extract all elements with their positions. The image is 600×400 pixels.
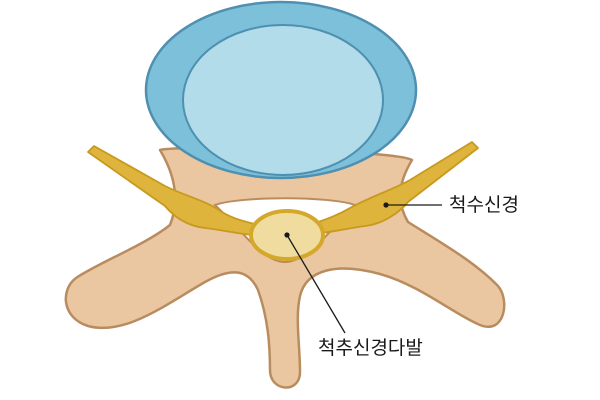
spinal-nerve-label: 척수신경 [449, 194, 519, 216]
nerve-bundle-label: 척추신경다발 [318, 337, 423, 359]
leader-dot-spinal-nerve [383, 202, 389, 208]
leader-line-nerve-bundle [286, 234, 346, 334]
leader-dot-nerve-bundle [284, 232, 290, 238]
vertebra-bone [64, 146, 506, 389]
intervertebral-disc-inner [182, 24, 384, 176]
